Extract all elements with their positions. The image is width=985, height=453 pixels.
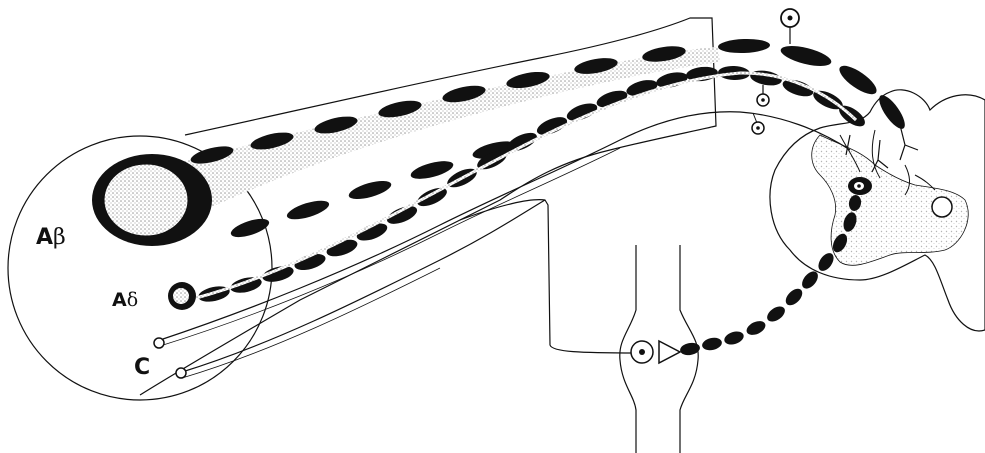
label-abeta: Aβ <box>36 225 66 250</box>
c-fiber-2-end <box>176 368 186 378</box>
synapse-triangle <box>659 341 680 363</box>
abeta-fiber <box>92 38 909 246</box>
c-fiber-2-inner <box>182 268 440 378</box>
c-fiber-1-end <box>154 338 164 348</box>
efferent-line <box>460 200 640 353</box>
abeta-cross-section <box>92 154 212 246</box>
ganglion-neuron <box>631 341 653 363</box>
label-adelta: Aδ <box>112 289 138 311</box>
label-c: C <box>134 355 150 380</box>
adelta-cross-section <box>168 282 196 310</box>
fiber-labels: Aβ Aδ C <box>36 225 150 380</box>
abeta-axon <box>152 47 720 232</box>
sympathetic-pathway <box>460 194 862 453</box>
dorsal-horn-neuron <box>848 177 872 195</box>
central-canal <box>932 197 952 217</box>
